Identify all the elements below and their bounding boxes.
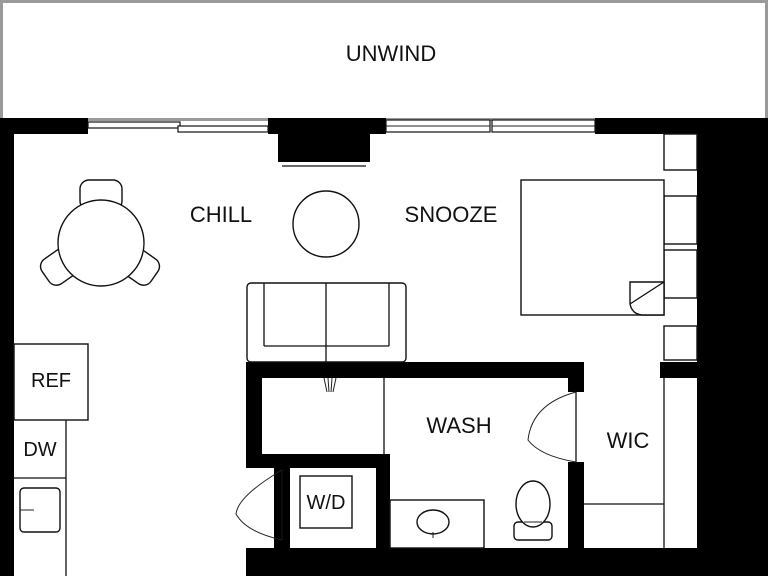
toilet-bowl xyxy=(515,480,551,528)
shower-spray-2 xyxy=(327,377,330,393)
interior-walls xyxy=(246,362,697,576)
bath-west-wall xyxy=(246,362,262,468)
bed xyxy=(520,179,665,316)
dining-table xyxy=(57,199,145,287)
shelf-3 xyxy=(663,249,698,299)
laundry-door-swing xyxy=(235,469,283,541)
bathroom: WASH xyxy=(323,377,553,549)
dishwasher-label: DW xyxy=(23,439,56,461)
laundry-closet: W/D xyxy=(235,469,353,541)
bath-east-wall-lower xyxy=(568,462,584,552)
bathroom-door[interactable] xyxy=(527,391,577,463)
exterior-walls xyxy=(0,118,768,576)
balcony-label: UNWIND xyxy=(346,41,436,66)
bathroom-label: WASH xyxy=(426,413,491,438)
washer-dryer-label: W/D xyxy=(307,492,346,514)
refrigerator-label: REF xyxy=(31,370,71,392)
coffee-table xyxy=(292,190,360,258)
sofa xyxy=(246,282,407,363)
bed-fold-crease xyxy=(629,281,665,305)
bedroom-label: SNOOZE xyxy=(405,202,498,227)
balcony-outline xyxy=(0,0,768,121)
refrigerator xyxy=(13,343,89,421)
bath-door-swing xyxy=(527,391,577,463)
north-wall-left xyxy=(0,118,88,134)
windows xyxy=(87,119,596,167)
east-wall xyxy=(697,118,768,576)
shower-spray-1 xyxy=(323,377,328,393)
laundry-east-wall xyxy=(376,454,390,550)
bath-north-wall xyxy=(246,362,584,378)
shower-spray-3 xyxy=(330,377,333,393)
fireplace-block xyxy=(278,118,370,162)
balcony: UNWIND xyxy=(0,0,768,121)
slider-panel-1 xyxy=(87,121,181,129)
shelf-1 xyxy=(663,133,698,171)
closet-label: WIC xyxy=(607,428,650,453)
shelving xyxy=(663,133,698,361)
walk-in-closet: WIC xyxy=(584,378,665,548)
south-wall xyxy=(246,548,697,576)
shower-spray-4 xyxy=(332,377,337,393)
bath-east-wall-upper xyxy=(568,362,584,392)
kitchen: REF DW xyxy=(13,343,89,576)
vanity-sink xyxy=(416,509,450,535)
slider-panel-2 xyxy=(177,125,269,133)
dining-set xyxy=(39,179,161,287)
laundry-north-wall xyxy=(246,454,390,468)
west-wall xyxy=(0,118,14,576)
shelf-2 xyxy=(663,195,698,245)
bed-sheet-fold xyxy=(629,281,665,316)
living-label: CHILL xyxy=(190,202,252,227)
closet-north-stub xyxy=(660,362,697,378)
washer-dryer xyxy=(299,475,353,529)
shelf-4 xyxy=(663,325,698,361)
